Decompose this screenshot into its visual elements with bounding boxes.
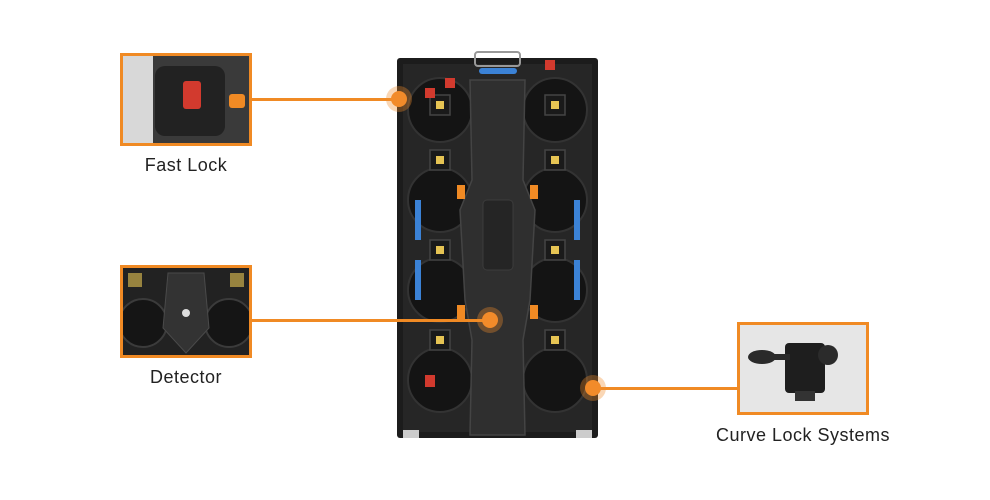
detector-thumbnail bbox=[120, 265, 252, 358]
fast-lock-marker bbox=[391, 91, 407, 107]
detector-label: Detector bbox=[149, 367, 223, 387]
curve-lock-thumbnail bbox=[737, 322, 869, 415]
fast-lock-label: Fast Lock bbox=[144, 155, 228, 175]
detector-leader-line bbox=[250, 319, 490, 322]
fast-lock-leader-line bbox=[250, 98, 398, 101]
fast-lock-closeup bbox=[123, 56, 249, 143]
detector-closeup bbox=[123, 268, 249, 355]
led-cabinet-image bbox=[397, 51, 598, 438]
curve-lock-closeup bbox=[740, 325, 866, 412]
curve-lock-marker bbox=[585, 380, 601, 396]
curve-lock-label: Curve Lock Systems bbox=[715, 425, 891, 445]
fast-lock-thumbnail bbox=[120, 53, 252, 146]
curve-lock-leader-line bbox=[595, 387, 738, 390]
detector-marker bbox=[482, 312, 498, 328]
